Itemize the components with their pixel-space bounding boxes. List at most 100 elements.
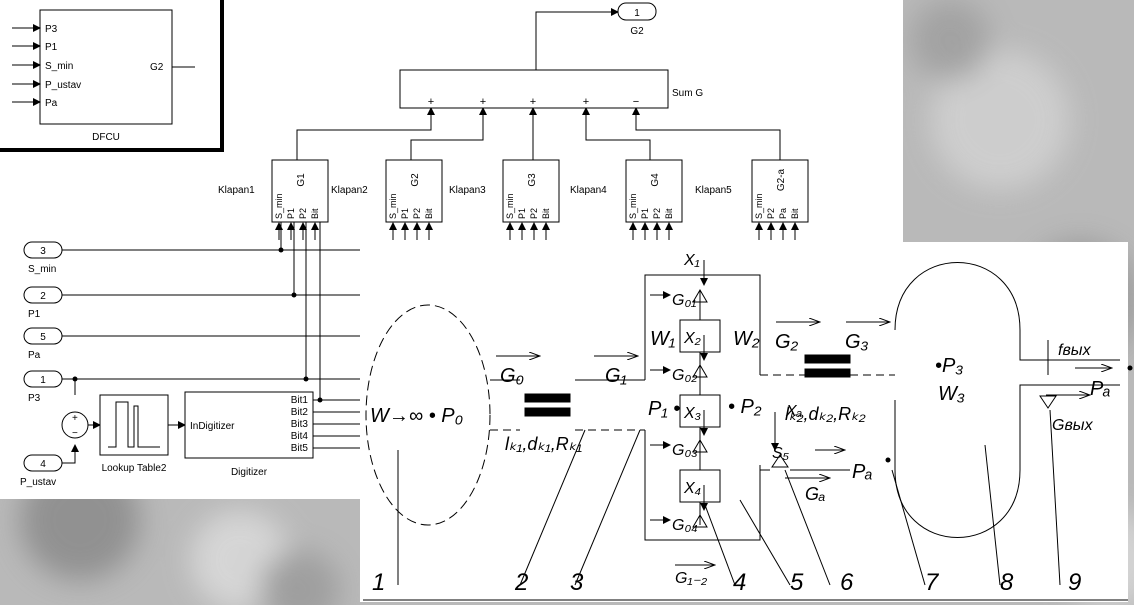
label-pa-vent: Pₐ [852,461,873,483]
summer-block[interactable]: + − [61,411,89,439]
dfcu-input-lines [12,24,195,106]
klapan-input-label: S_min [388,193,398,219]
inport-pustav[interactable]: 4 P_ustav [20,454,63,488]
dfcu-output-label: G2 [150,62,164,73]
label-gout: Gвых [1052,417,1094,434]
label-x2: X₂ [683,330,701,347]
klapan-output-label: G2 [410,173,421,187]
label-g1: G₁ [605,365,627,387]
sum-sign-2: + [480,96,486,108]
klapan-input-label: P2 [529,208,539,219]
klapan-input-label: S_min [505,193,515,219]
klapan-input-label: S_min [628,193,638,219]
outport-number: 1 [634,8,640,19]
sum-sign-4: + [583,96,589,108]
sum-label: Sum G [672,88,703,99]
klapan-name-label: Klapan3 [449,185,486,196]
inport-wiring [62,222,360,464]
number-6: 6 [840,569,854,596]
digitizer-input-label: InDigitizer [190,421,235,432]
klapan-input-label: P1 [517,208,527,219]
klapan-name-label: Klapan1 [218,185,255,196]
digitizer-block[interactable]: InDigitizer Bit1 Bit2 Bit3 Bit4 Bit5 Dig… [184,391,314,478]
lookup-table-block[interactable]: Lookup Table2 [99,394,169,474]
label-w2: W₂ [733,328,760,350]
label-ga: Gₐ [805,484,825,504]
label-line1: lₖ₁,dₖ₁,Rₖ₁ [505,434,582,454]
inport-label: S_min [28,264,56,275]
label-g12: G₁₋₂ [675,570,707,587]
dfcu-port-smin: S_min [45,61,73,72]
number-8: 8 [1000,569,1014,596]
inport-label: Pa [28,350,41,361]
sum-sign-5: − [633,96,639,108]
label-pa-out: Pₐ [1090,378,1111,400]
klapan-input-label: P2 [652,208,662,219]
inport-label: P_ustav [20,477,56,488]
inport-pa[interactable]: 5 Pa [23,327,63,361]
number-5: 5 [790,569,804,596]
klapan-name-label: Klapan5 [695,185,732,196]
lookup-table-label: Lookup Table2 [102,463,167,474]
label-g01: G₀₁ [672,292,696,309]
sum-sign-3: + [530,96,536,108]
label-w-infinity: W→∞ • P₀ [370,405,463,427]
inport-label: P1 [28,309,41,320]
klapan-output-label: G4 [650,173,661,187]
klapan-input-label: Bit [310,208,320,219]
label-x3: X₃ [683,405,701,422]
klapan-input-label: S_min [754,193,764,219]
klapan-input-label: Bit [664,208,674,219]
label-fout: fвых [1058,342,1092,359]
schematic-panel [360,242,1128,602]
inport-number: 1 [40,375,46,386]
inport-number: 3 [40,246,46,257]
dfcu-block[interactable]: P3 P1 S_min P_ustav Pa G2 DFCU [0,0,224,152]
label-line2: lₖ₂,dₖ₂,Rₖ₂ [785,404,866,424]
label-p1: P₁ • [648,398,680,420]
label-p3: •P₃ [935,355,963,377]
number-2: 2 [514,569,528,596]
label-w1: W₁ [650,328,675,350]
digitizer-bit4: Bit4 [291,431,309,442]
label-s5: S₅ [772,445,790,462]
inport-p3[interactable]: 1 P3 [23,370,63,404]
klapan-input-label: P1 [640,208,650,219]
label-w3: W₃ [938,383,965,405]
digitizer-label: Digitizer [231,467,268,478]
number-1: 1 [372,569,385,596]
klapan-input-label: P2 [766,208,776,219]
schematic-dots [885,365,1133,463]
summer-sign-plus: + [72,413,78,424]
dfcu-label: DFCU [92,132,120,143]
digitizer-bit1: Bit1 [291,395,309,406]
inport-p1[interactable]: 2 P1 [23,286,63,320]
outport-g2[interactable]: 1 G2 [617,2,657,37]
klapan-name-label: Klapan2 [331,185,368,196]
klapan-output-label: G2-a [776,168,787,191]
label-g0: G₀ [500,365,524,387]
digitizer-bit5: Bit5 [291,443,309,454]
schematic-drawing [363,260,1128,601]
inport-smin[interactable]: 3 S_min [23,241,63,275]
label-x4: X₄ [683,480,701,497]
label-g03: G₀₃ [672,442,698,459]
klapan-input-label: P1 [400,208,410,219]
schematic-labels: W→∞ • P₀ G₀ G₁ G₂ G₃ lₖ₁,dₖ₁,Rₖ₁ lₖ₂,dₖ₂… [370,252,1111,587]
number-3: 3 [570,569,584,596]
number-4: 4 [733,569,746,596]
outport-label: G2 [630,26,644,37]
reservoir-infinite [365,304,491,526]
klapan-input-label: Bit [424,208,434,219]
inport-label: P3 [28,393,41,404]
klapan-output-label: G3 [527,173,538,187]
sum-wiring [296,8,781,160]
digitizer-bit2: Bit2 [291,407,309,418]
sum-block[interactable]: + + + + − Sum G [399,69,703,109]
